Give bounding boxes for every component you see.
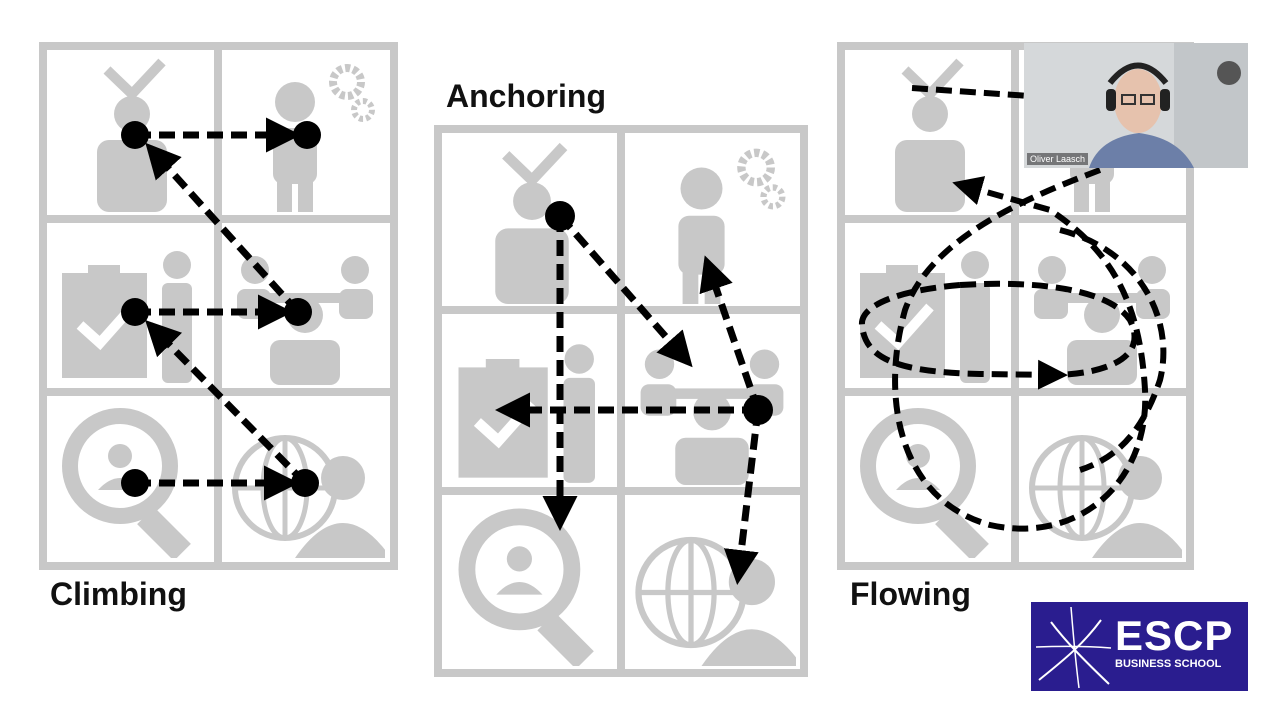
label-flowing: Flowing bbox=[850, 576, 971, 612]
participant-avatar bbox=[1024, 43, 1248, 168]
escp-wordmark: ESCP bbox=[1115, 612, 1234, 659]
climbing-path bbox=[135, 117, 308, 501]
anchoring-path bbox=[495, 213, 762, 585]
escp-subtitle: BUSINESS SCHOOL bbox=[1115, 658, 1222, 670]
climbing-nodes bbox=[121, 121, 321, 497]
escp-star-icon bbox=[1035, 606, 1112, 689]
anchoring-nodes bbox=[545, 201, 773, 425]
participant-name-label: Oliver Laasch bbox=[1027, 153, 1089, 165]
escp-logo: ESCP BUSINESS SCHOOL bbox=[1031, 602, 1248, 691]
flowing-path bbox=[859, 85, 1167, 532]
flowing-grid bbox=[837, 42, 1194, 570]
label-climbing: Climbing bbox=[50, 576, 187, 612]
participant-video-tile[interactable]: Oliver Laasch bbox=[1024, 43, 1248, 168]
climbing-grid bbox=[39, 42, 398, 570]
label-anchoring: Anchoring bbox=[446, 78, 606, 114]
anchoring-grid bbox=[434, 125, 808, 677]
